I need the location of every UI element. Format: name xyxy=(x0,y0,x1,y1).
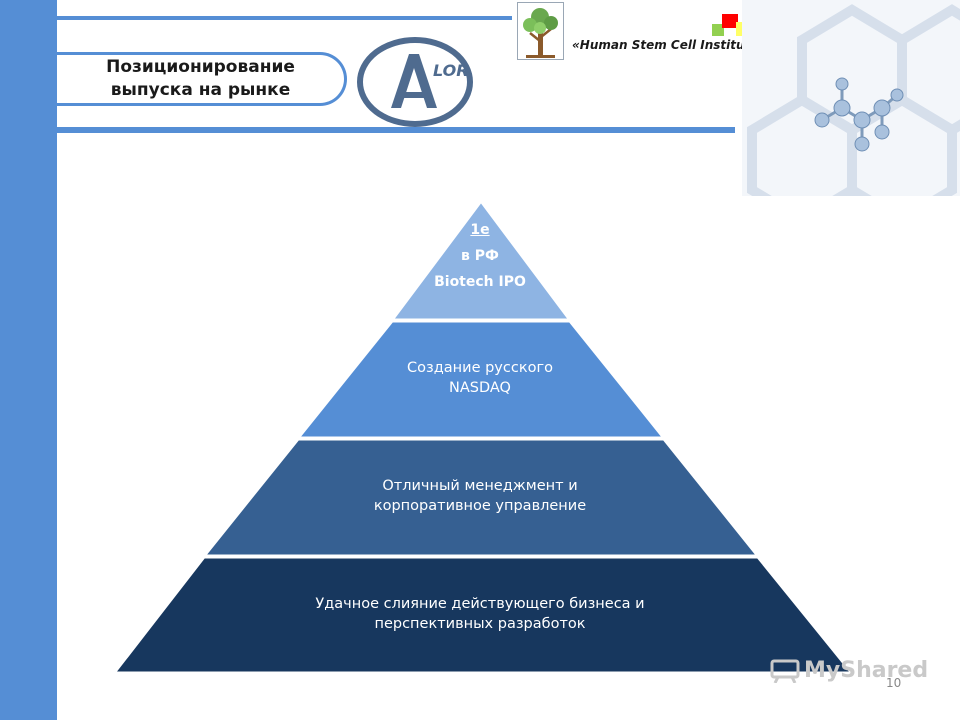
header-top-line xyxy=(57,16,512,20)
tier-2-label: Создание русского NASDAQ xyxy=(330,358,630,398)
molecule-hexagon-graphic xyxy=(742,0,960,196)
tier-1-line-2: в РФ xyxy=(461,248,499,264)
tier-4-line-1: Удачное слияние действующего бизнеса и xyxy=(315,596,645,612)
watermark: MyShared xyxy=(770,657,928,683)
page-number: 10 xyxy=(886,676,902,690)
pyramid-tier-4 xyxy=(110,555,856,675)
left-accent-bar xyxy=(0,0,57,720)
tier-2-line-1: Создание русского xyxy=(407,360,553,376)
company-logo: LOR xyxy=(357,37,473,127)
tier-1-label: 1е в РФ Biotech IPO xyxy=(420,220,540,292)
slide-title-line-2: выпуска на рынке xyxy=(110,80,291,100)
slide-title-box: Позиционирование выпуска на рынке xyxy=(57,52,347,106)
logo-lettering: LOR xyxy=(433,61,469,80)
slide-title-line-1: Позиционирование xyxy=(106,57,295,77)
watermark-text: MyShared xyxy=(804,657,929,683)
institute-name: «Human Stem Cell Institute» xyxy=(572,38,767,52)
tier-1-line-1: 1е xyxy=(470,222,490,238)
header-bottom-line xyxy=(57,127,735,133)
tier-2-line-2: NASDAQ xyxy=(449,380,511,396)
tier-3-line-2: корпоративное управление xyxy=(373,498,587,514)
tier-1-line-3: Biotech IPO xyxy=(434,274,526,290)
tier-3-line-1: Отличный менеджмент и xyxy=(382,478,578,494)
tier-4-label: Удачное слияние действующего бизнеса и п… xyxy=(200,594,760,634)
institute-tree-logo xyxy=(517,2,564,60)
tier-4-line-2: перспективных разработок xyxy=(374,616,586,632)
tier-3-label: Отличный менеджмент и корпоративное упра… xyxy=(280,476,680,516)
tree-icon xyxy=(523,8,558,58)
projector-icon xyxy=(770,659,800,683)
